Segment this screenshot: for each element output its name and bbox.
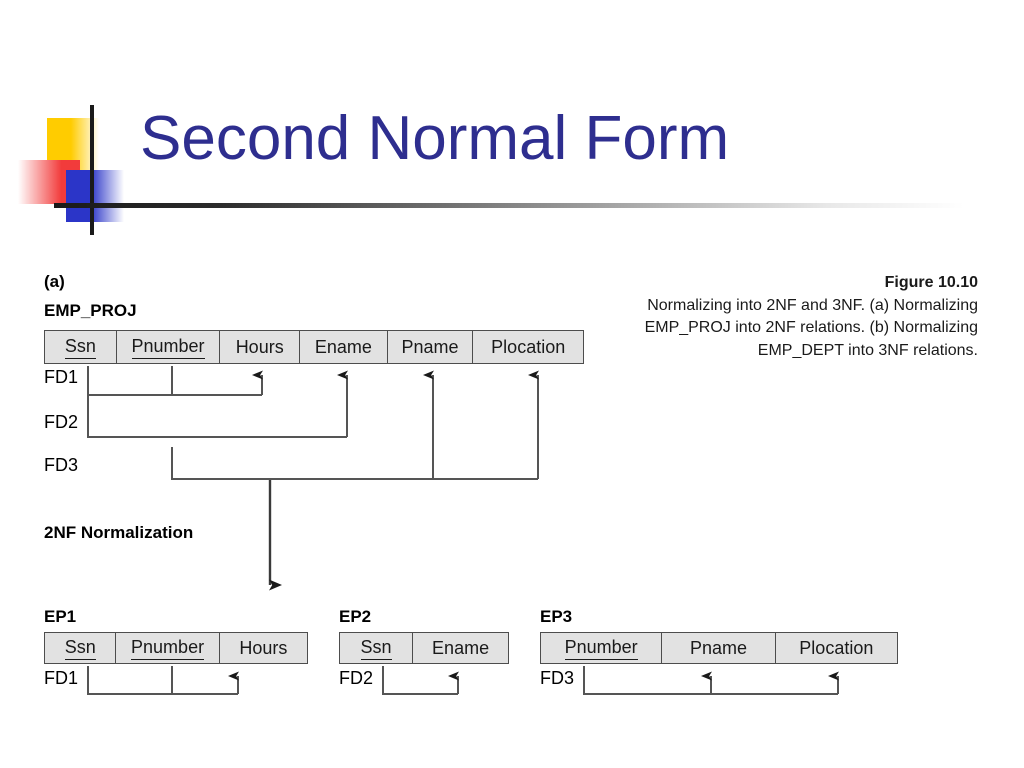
slide-header: Second Normal Form bbox=[0, 0, 1024, 240]
column-header-ssn: Ssn bbox=[45, 331, 117, 363]
column-header-ep1-pnumber: Pnumber bbox=[116, 633, 220, 663]
fd1-emp-proj-path bbox=[87, 366, 262, 396]
column-header-ep3-pnumber: Pnumber bbox=[541, 633, 663, 663]
column-header-pname: Pname bbox=[388, 331, 474, 363]
emp-proj-fd-lines bbox=[87, 366, 539, 480]
fd3-emp-proj-path bbox=[171, 447, 538, 480]
fd-label-fd3-ep3: FD3 bbox=[540, 668, 575, 688]
fd1-ep1-path bbox=[87, 666, 238, 695]
column-header-hours: Hours bbox=[220, 331, 301, 363]
figure-caption-title: Figure 10.10 bbox=[884, 274, 978, 291]
decoration-vertical-rule bbox=[90, 105, 94, 235]
column-header-pnumber: Pnumber bbox=[117, 331, 221, 363]
column-header-ep2-ename: Ename bbox=[432, 637, 490, 658]
relation-title-ep1: EP1 bbox=[44, 607, 77, 626]
column-header-ep3-pname: Pname bbox=[662, 633, 776, 663]
relation-emp-proj: Ssn Pnumber Hours Ename Pname Plocation bbox=[44, 330, 584, 364]
column-header-ep1-hours: Hours bbox=[239, 637, 288, 658]
figure-caption-body: Normalizing into 2NF and 3NF. (a) Normal… bbox=[644, 296, 978, 360]
column-header-ename: Ename bbox=[300, 331, 388, 363]
relation-ep1: Ssn Pnumber Hours bbox=[44, 632, 308, 664]
decoration-horizontal-rule bbox=[54, 203, 964, 208]
fd-label-fd1-ep1: FD1 bbox=[44, 668, 79, 688]
page-title: Second Normal Form bbox=[140, 104, 730, 173]
relation-title-emp-proj: EMP_PROJ bbox=[44, 301, 137, 320]
fd3-ep3-path bbox=[583, 666, 838, 695]
column-header-ep1-ssn: Ssn bbox=[45, 633, 117, 663]
column-header-plocation: Plocation bbox=[491, 336, 566, 357]
relation-ep3: Pnumber Pname Plocation bbox=[540, 632, 898, 664]
relation-ep2: Ssn Ename bbox=[339, 632, 509, 664]
fd2-emp-proj-path bbox=[87, 396, 347, 438]
step-label-2nf-normalization: 2NF Normalization bbox=[44, 523, 194, 542]
relation-title-ep2: EP2 bbox=[339, 607, 372, 626]
relation-title-ep3: EP3 bbox=[540, 607, 573, 626]
fd2-ep2-path bbox=[382, 666, 458, 695]
ep1-fd-lines bbox=[87, 666, 239, 695]
fd-label-fd2-emp-proj: FD2 bbox=[44, 412, 79, 432]
fd-label-fd1-emp-proj: FD1 bbox=[44, 367, 79, 387]
decoration-blue-square bbox=[66, 170, 124, 222]
ep3-fd-lines bbox=[583, 666, 839, 695]
fd-label-fd3-emp-proj: FD3 bbox=[44, 455, 79, 475]
column-header-ep2-ssn: Ssn bbox=[340, 633, 414, 663]
figure-part-label: (a) bbox=[44, 272, 65, 291]
figure-caption: Figure 10.10 Normalizing into 2NF and 3N… bbox=[630, 272, 978, 363]
fd-label-fd2-ep2: FD2 bbox=[339, 668, 374, 688]
ep2-fd-lines bbox=[382, 666, 459, 695]
column-header-ep3-plocation: Plocation bbox=[799, 637, 874, 658]
